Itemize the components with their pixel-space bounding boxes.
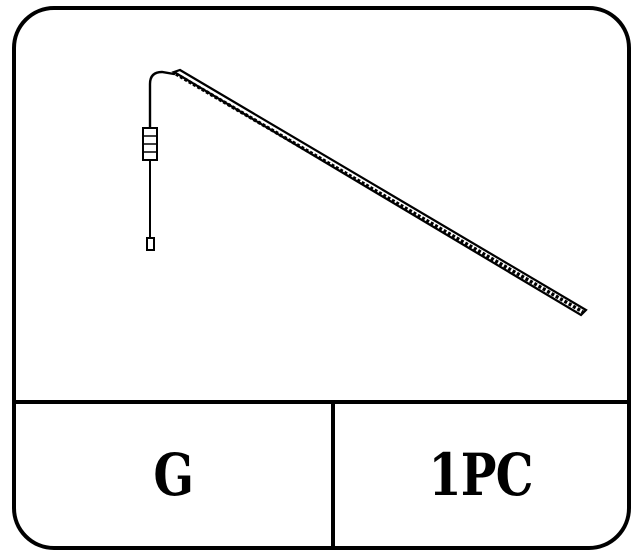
power-cable [148,70,176,243]
vertical-divider [331,404,335,546]
part-code-label: G [153,441,195,509]
led-strip [171,68,588,317]
quantity-label: 1PC [428,441,534,509]
inline-connector [142,127,158,161]
code-cell: G [16,404,331,546]
plug-end [146,237,155,251]
quantity-cell: 1PC [335,404,627,546]
led-light-strip-with-cable-icon [142,68,588,317]
part-illustration [16,10,627,400]
horizontal-divider [16,400,627,404]
part-card: G 1PC [12,6,631,550]
